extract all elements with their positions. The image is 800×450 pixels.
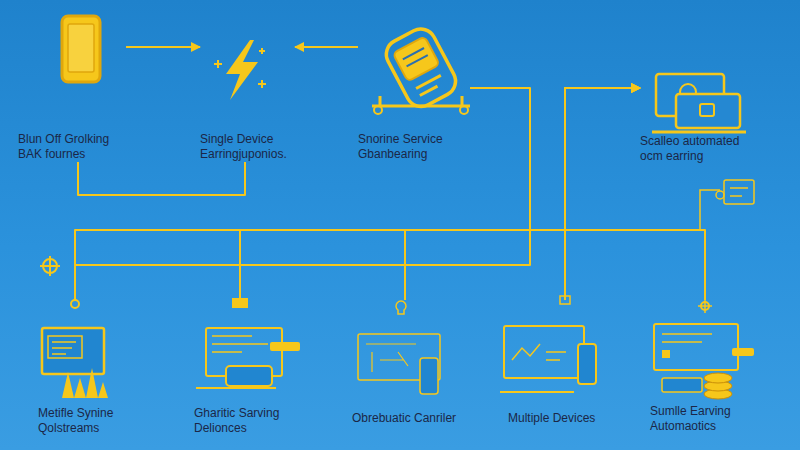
screen-lines bbox=[512, 344, 566, 360]
bulb-icon bbox=[232, 296, 570, 314]
node-label: Snorine Service Gbanbearing bbox=[358, 132, 470, 162]
small-monitor-icon bbox=[700, 180, 754, 230]
device-screen bbox=[393, 36, 440, 81]
wire bbox=[700, 188, 748, 230]
phone-icon bbox=[62, 16, 100, 82]
node-label: Metifle Synine Qolstreams bbox=[38, 406, 142, 436]
earning-icon bbox=[654, 324, 754, 399]
connector-line bbox=[565, 88, 705, 300]
monitor-stand bbox=[652, 131, 746, 134]
device-outline bbox=[381, 24, 461, 112]
connector-line bbox=[240, 88, 640, 300]
icon-node: Sumlle Earving Automaotics bbox=[650, 300, 750, 434]
icon-node: Obrebuatic Canriler bbox=[352, 300, 482, 426]
node-label: Single Device Earringjuponios. bbox=[200, 132, 295, 162]
spike bbox=[74, 378, 86, 398]
icon-node: Blun Off Grolking BAK fournes bbox=[18, 12, 126, 162]
screen-frame bbox=[654, 324, 738, 370]
plug-symbol bbox=[716, 191, 724, 199]
icon-node: Snorine Service Gbanbearing bbox=[358, 12, 470, 162]
spike bbox=[98, 382, 108, 398]
monitor-frame bbox=[676, 94, 740, 128]
screen-lines bbox=[52, 342, 76, 354]
bar-symbol bbox=[732, 348, 754, 356]
schematic-lines bbox=[366, 344, 416, 372]
icon-node: Scalleo automated ocm earring bbox=[640, 60, 752, 164]
gear-teeth bbox=[40, 256, 60, 276]
connector-line bbox=[405, 88, 640, 300]
screen-icon bbox=[42, 328, 108, 398]
phone-body bbox=[578, 344, 596, 384]
gear bbox=[71, 300, 79, 308]
sparkle bbox=[214, 48, 266, 88]
icon-node: Multiple Devices bbox=[508, 300, 612, 426]
carrier-icon bbox=[358, 334, 440, 394]
lightning-bolt bbox=[226, 40, 258, 100]
connector-line bbox=[295, 46, 358, 48]
device-base bbox=[372, 96, 470, 106]
connector-line bbox=[75, 88, 640, 300]
node-label: Obrebuatic Canriler bbox=[352, 411, 482, 426]
node-label: Multiple Devices bbox=[508, 411, 612, 426]
coin bbox=[704, 373, 732, 383]
base-line bbox=[500, 391, 574, 393]
connector-line bbox=[565, 88, 640, 300]
connector-line bbox=[75, 88, 530, 300]
devices-icon bbox=[500, 326, 596, 392]
connector-line bbox=[78, 162, 245, 195]
bar-symbol bbox=[270, 342, 300, 351]
device-wheel bbox=[460, 106, 468, 114]
serving-icon bbox=[196, 328, 300, 388]
node-label: Blun Off Grolking BAK fournes bbox=[18, 132, 126, 162]
device-wheel bbox=[374, 106, 382, 114]
box-symbol bbox=[662, 378, 702, 392]
device-keys bbox=[416, 75, 444, 95]
phone-body bbox=[62, 16, 100, 82]
screen-frame bbox=[504, 326, 584, 378]
monitor-icon bbox=[652, 74, 746, 132]
device-icon bbox=[372, 24, 470, 114]
phone-screen bbox=[68, 24, 94, 72]
screen-window bbox=[48, 336, 82, 358]
node-label: Scalleo automated ocm earring bbox=[640, 134, 752, 164]
lightning-icon bbox=[214, 40, 266, 100]
icon-node: Single Device Earringjuponios. bbox=[200, 12, 295, 162]
device-lines bbox=[403, 48, 428, 66]
screen-lines bbox=[662, 334, 712, 342]
connector-line bbox=[126, 46, 200, 48]
screen-frame bbox=[42, 328, 104, 374]
icon-node: Gharitic Sarving Delionces bbox=[194, 300, 302, 436]
node-label: Sumlle Earving Automaotics bbox=[650, 404, 750, 434]
device-body bbox=[381, 24, 461, 112]
box-symbol bbox=[226, 366, 272, 386]
bulb bbox=[396, 301, 406, 314]
gear-teeth bbox=[698, 299, 712, 313]
spike bbox=[62, 372, 74, 398]
lock-symbol bbox=[700, 104, 714, 116]
base-line bbox=[196, 387, 276, 389]
phone-body bbox=[420, 358, 438, 394]
square-symbol bbox=[662, 350, 670, 358]
screen-lines bbox=[212, 336, 268, 352]
spike bbox=[86, 368, 98, 398]
monitor-frame bbox=[724, 180, 754, 204]
node-label: Gharitic Sarving Delionces bbox=[194, 406, 302, 436]
icon-node: Metifle Synine Qolstreams bbox=[38, 300, 142, 436]
